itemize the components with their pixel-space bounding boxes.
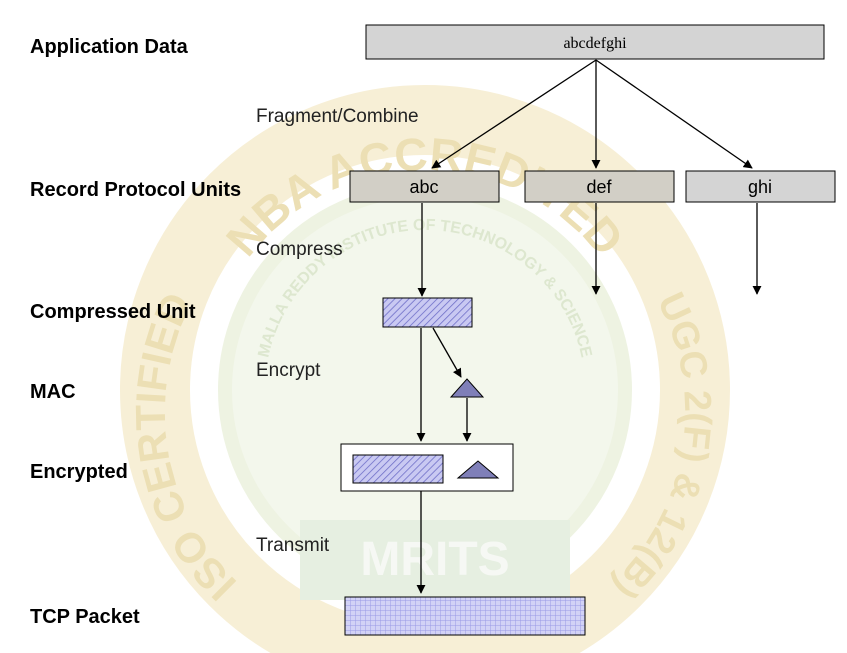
fragment-label-ghi: ghi <box>748 177 772 197</box>
step-label-encrypt: Encrypt <box>256 360 321 381</box>
application-data-text: abcdefghi <box>563 35 627 52</box>
compressed-unit-block <box>382 297 473 328</box>
fragment-box-ghi <box>685 170 836 203</box>
row-label-encrypted: Encrypted <box>30 461 128 483</box>
step-label-fragment: Fragment/Combine <box>256 106 419 127</box>
encrypted-mac-triangle-icon <box>456 460 500 479</box>
watermark-logo-plate <box>300 520 570 600</box>
mac-triangle-icon <box>449 378 485 398</box>
application-data-box <box>365 24 825 60</box>
step-label-compress: Compress <box>256 239 343 260</box>
fragment-label-abc: abc <box>409 177 438 197</box>
step-label-transmit: Transmit <box>256 535 330 556</box>
fragment-arrows <box>431 59 753 169</box>
row-label-record-protocol-units: Record Protocol Units <box>30 179 241 201</box>
row-label-application-data: Application Data <box>30 36 189 58</box>
processing-arrows <box>416 203 762 594</box>
fragment-box-abc <box>349 170 500 203</box>
watermark-seal: NBA ACCREDITED ISO CERTIFIED UGC 2(F) & … <box>120 85 730 653</box>
watermark-logo-text: MRITS <box>360 533 509 586</box>
watermark-outer-ring <box>120 85 730 653</box>
fragment-box-def <box>524 170 675 203</box>
row-label-compressed-unit: Compressed Unit <box>30 301 196 323</box>
fragment-label-def: def <box>586 177 612 197</box>
row-label-mac: MAC <box>30 381 76 403</box>
tcp-packet-block <box>344 596 586 636</box>
encrypted-data-block <box>352 454 444 484</box>
row-label-tcp-packet: TCP Packet <box>30 606 140 628</box>
